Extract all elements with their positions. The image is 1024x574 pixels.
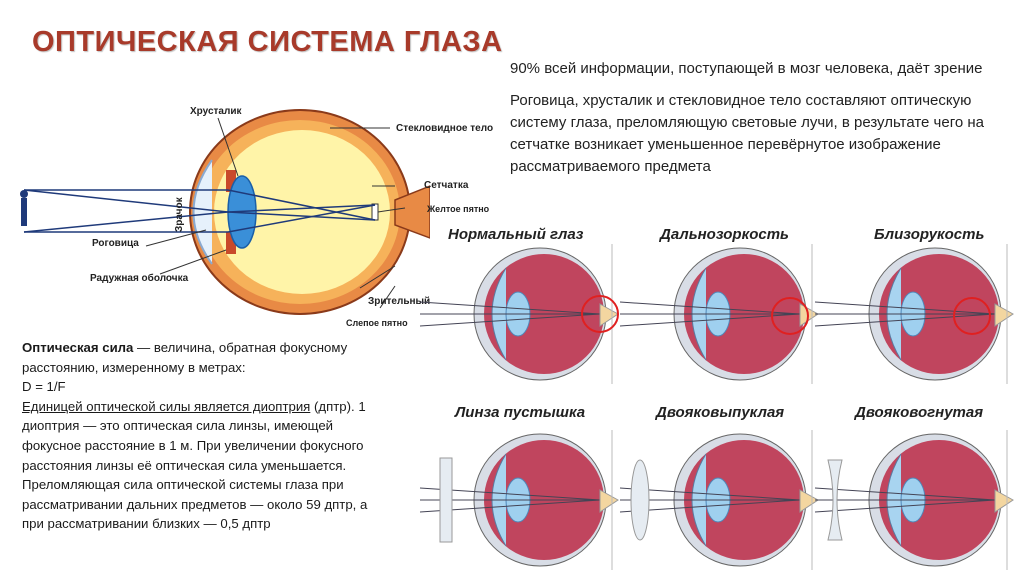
label-cornea: Роговица [92, 238, 139, 249]
eye-panel-lens-blank [419, 429, 619, 570]
optical-power-explanation: (дптр). 1 диоптрия — это оптическая сила… [22, 398, 368, 532]
eye-cross-section-diagram [20, 109, 430, 315]
eye-panel-biconvex [619, 429, 819, 570]
label-vitreous: Стекловидное тело [396, 123, 494, 134]
eye-panel-nearsighted [814, 244, 1014, 385]
label-lens: Хрусталик [190, 106, 242, 117]
eyeball [189, 109, 430, 315]
panel-title-biconcave: Двояковогнутая [855, 404, 984, 421]
light-rays [23, 189, 376, 233]
panel-title-normal: Нормальный глаз [448, 226, 584, 243]
label-yellow-spot: Желтое пятно [427, 204, 490, 214]
label-pointers [145, 117, 406, 309]
eye-panel-normal [419, 244, 619, 385]
panel-title-farsighted: Дальнозоркость [660, 226, 789, 243]
panel-title-biconvex: Двояковыпуклая [656, 404, 785, 421]
object-figure [20, 190, 28, 226]
label-optic-nerve: Зрительный [368, 296, 431, 307]
label-iris: Радужная оболочка [90, 273, 189, 284]
optical-power-formula: D = 1/F [22, 379, 66, 395]
eye-panels [419, 244, 1014, 570]
optical-power-text: Оптическая сила — величина, обратная фок… [22, 338, 377, 534]
label-pupil: Зрачок [174, 197, 185, 232]
optical-power-term: Оптическая сила [22, 340, 134, 355]
panel-title-lens-blank: Линза пустышка [455, 404, 586, 421]
eye-panel-farsighted [619, 244, 819, 385]
eye-panel-biconcave [814, 429, 1014, 570]
intro-paragraph-1: 90% всей информации, поступающей в мозг … [510, 60, 983, 77]
optical-power-definition: — величина, обратная фокусному расстояни… [22, 340, 348, 375]
panel-title-nearsighted: Близорукость [874, 226, 985, 243]
page-title: ОПТИЧЕСКАЯ СИСТЕМА ГЛАЗА [32, 26, 503, 58]
intro-text: 90% всей информации, поступающей в мозг … [510, 58, 1000, 188]
label-retina: Сетчатка [424, 180, 469, 191]
label-blind-spot: Слепое пятно [346, 318, 408, 328]
intro-paragraph-2: Роговица, хрусталик и стекловидное тело … [510, 92, 984, 175]
dioptre-unit-sentence: Единицей оптической силы является диоптр… [22, 398, 311, 414]
